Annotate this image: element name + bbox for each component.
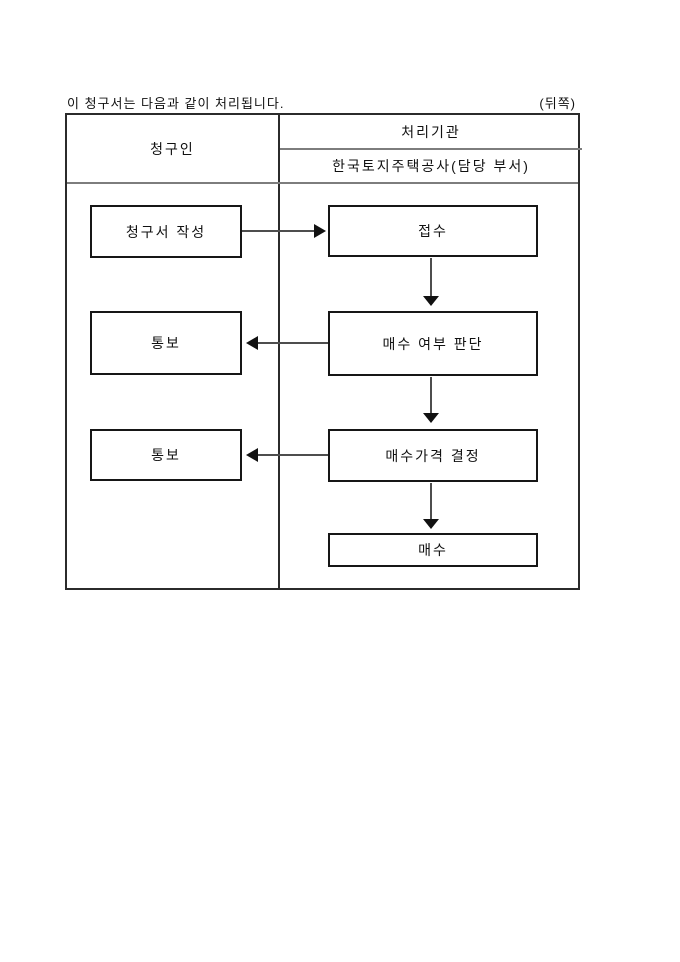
arrow-write-to-receipt-line [242, 230, 314, 232]
arrow-price-to-notify2-line [258, 454, 328, 456]
column-divider [278, 115, 280, 588]
arrow-price-to-purchase-line [430, 483, 432, 519]
node-purchase: 매수 [328, 533, 538, 567]
arrowhead-right-icon [314, 224, 326, 238]
arrowhead-down-icon [423, 519, 439, 529]
agency-header-divider [280, 148, 582, 150]
page-title: 이 청구서는 다음과 같이 처리됩니다. [67, 96, 285, 111]
node-notify-2: 통보 [90, 429, 242, 481]
node-write-request: 청구서 작성 [90, 205, 242, 258]
column-header-claimant: 청구인 [150, 140, 195, 157]
column-header-agency: 처리기관 [401, 123, 461, 140]
arrowhead-down-icon [423, 296, 439, 306]
arrowhead-left-icon [246, 448, 258, 462]
arrow-receipt-to-judge-line [430, 258, 432, 296]
node-decide-price: 매수가격 결정 [328, 429, 538, 482]
header-bottom-divider [67, 182, 578, 184]
arrow-judge-to-price-line [430, 377, 432, 413]
node-receipt: 접수 [328, 205, 538, 257]
arrowhead-down-icon [423, 413, 439, 423]
node-judge-purchase: 매수 여부 판단 [328, 311, 538, 376]
column-subheader-agency-name: 한국토지주택공사(담당 부서) [332, 158, 530, 174]
arrow-judge-to-notify1-line [258, 342, 328, 344]
back-side-label: (뒤쪽) [539, 96, 576, 111]
arrowhead-left-icon [246, 336, 258, 350]
node-notify-1: 통보 [90, 311, 242, 375]
